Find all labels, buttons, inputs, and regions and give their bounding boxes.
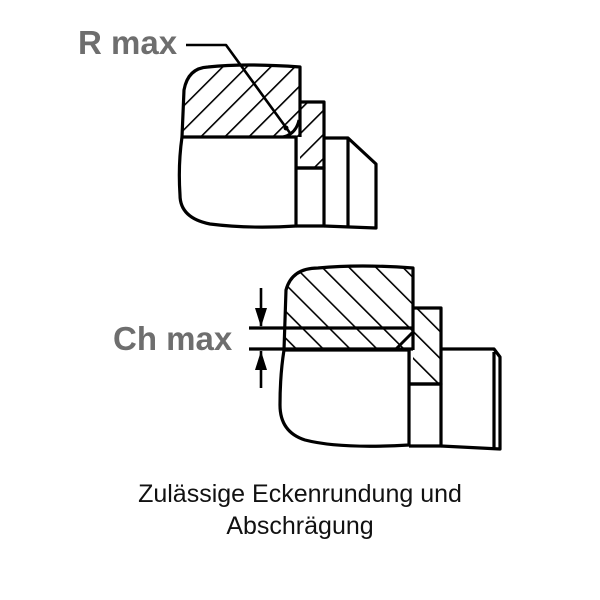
housing-body-top — [177, 135, 298, 229]
shaft-top — [323, 136, 378, 230]
spacer-ring-bottom — [407, 306, 443, 386]
spacer-lower-bottom — [409, 382, 443, 448]
housing-body-bottom — [278, 348, 411, 448]
caption-line-1: Zulässige Eckenrundung und — [138, 480, 462, 508]
figure-radius — [177, 43, 378, 230]
spacer-ring-top — [294, 100, 326, 170]
dimension-arrows — [255, 288, 267, 388]
shaft-bottom — [440, 347, 502, 451]
r-max-label: R max — [78, 24, 178, 61]
ch-max-label: Ch max — [113, 320, 233, 357]
leader-line-rmax — [186, 43, 292, 134]
spacer-lower-top — [296, 166, 326, 228]
figure-chamfer — [249, 264, 502, 451]
caption-line-2: Abschrägung — [226, 512, 374, 540]
ring-section-hatched-bottom — [282, 264, 415, 352]
ring-section-hatched-top — [180, 63, 302, 139]
